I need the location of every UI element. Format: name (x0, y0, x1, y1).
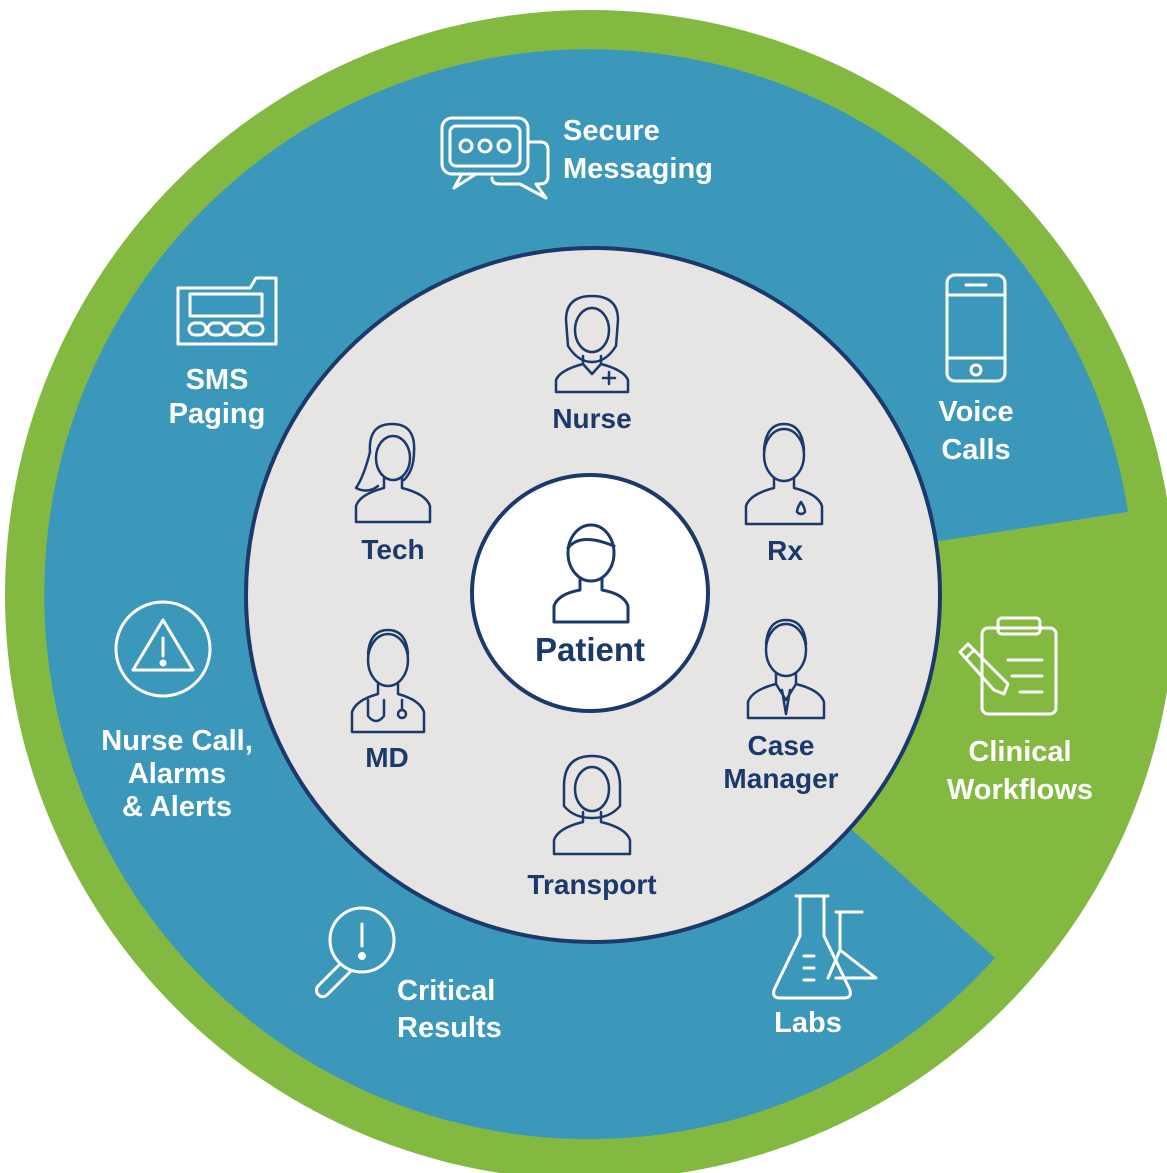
case-manager-icon (746, 618, 826, 720)
channel-label-clinical: Clinical (968, 736, 1071, 768)
doctor-icon (350, 628, 426, 734)
role-label-nurse: Nurse (552, 403, 631, 434)
magnifier-alert-icon (314, 906, 396, 999)
patient-disc (470, 473, 710, 713)
transport-icon (552, 754, 632, 856)
channel-label-results: Results (397, 1012, 502, 1044)
patient-icon (552, 523, 630, 624)
channel-label-calls: Calls (941, 434, 1010, 466)
chat-bubbles-icon (440, 116, 550, 200)
warning-triangle-icon (114, 600, 212, 698)
role-label-transport: Transport (527, 869, 656, 900)
channel-label-messaging: Messaging (563, 153, 713, 185)
nurse-icon (554, 294, 630, 394)
channel-label-alerts: & Alerts (122, 791, 232, 823)
smartphone-icon (945, 273, 1007, 383)
role-label-md: MD (365, 742, 409, 773)
tech-icon (354, 422, 432, 524)
channel-label-voice: Voice (938, 396, 1013, 428)
channel-label-secure: Secure (563, 115, 660, 147)
flasks-icon (772, 894, 878, 1000)
channel-label-sms: SMS (186, 364, 249, 396)
channel-label-paging: Paging (169, 398, 266, 430)
patient-label: Patient (535, 631, 645, 668)
role-label-rx: Rx (767, 535, 803, 566)
channel-label-labs: Labs (774, 1007, 842, 1039)
pager-icon (176, 276, 278, 346)
channel-label-critical: Critical (397, 975, 495, 1007)
role-label-manager: Manager (723, 763, 838, 794)
role-label-tech: Tech (361, 534, 424, 565)
clipboard-icon (958, 616, 1058, 716)
channel-label-nurse-call: Nurse Call, (101, 725, 253, 757)
channel-label-alarms: Alarms (128, 758, 226, 790)
channel-label-workflows: Workflows (947, 774, 1093, 806)
pharmacist-icon (744, 422, 824, 526)
role-label-case: Case (748, 730, 815, 761)
